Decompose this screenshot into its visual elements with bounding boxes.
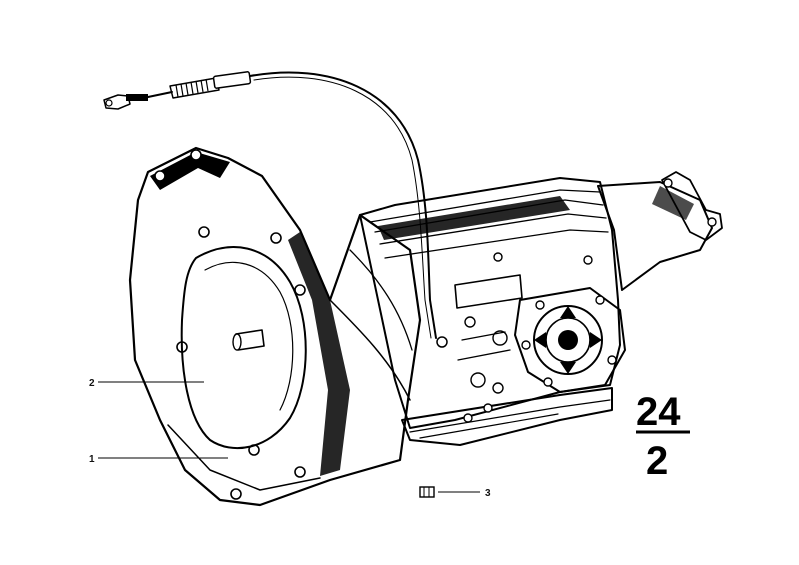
shift-cable [103, 71, 448, 348]
callout-1-label: 1 [89, 454, 95, 465]
bell-housing [128, 146, 422, 507]
transmission-body [359, 171, 723, 446]
callout-3: 3 [419, 486, 491, 499]
callout-3-label: 3 [485, 488, 491, 499]
callout-2: 2 [89, 378, 204, 389]
fitting-icon [419, 486, 435, 498]
section-number-bottom: 2 [646, 439, 668, 483]
callout-1: 1 [89, 454, 228, 465]
callout-2-label: 2 [89, 378, 95, 389]
section-number: 24 2 [636, 390, 690, 483]
section-number-top: 24 [636, 390, 681, 434]
torque-converter [180, 246, 307, 450]
